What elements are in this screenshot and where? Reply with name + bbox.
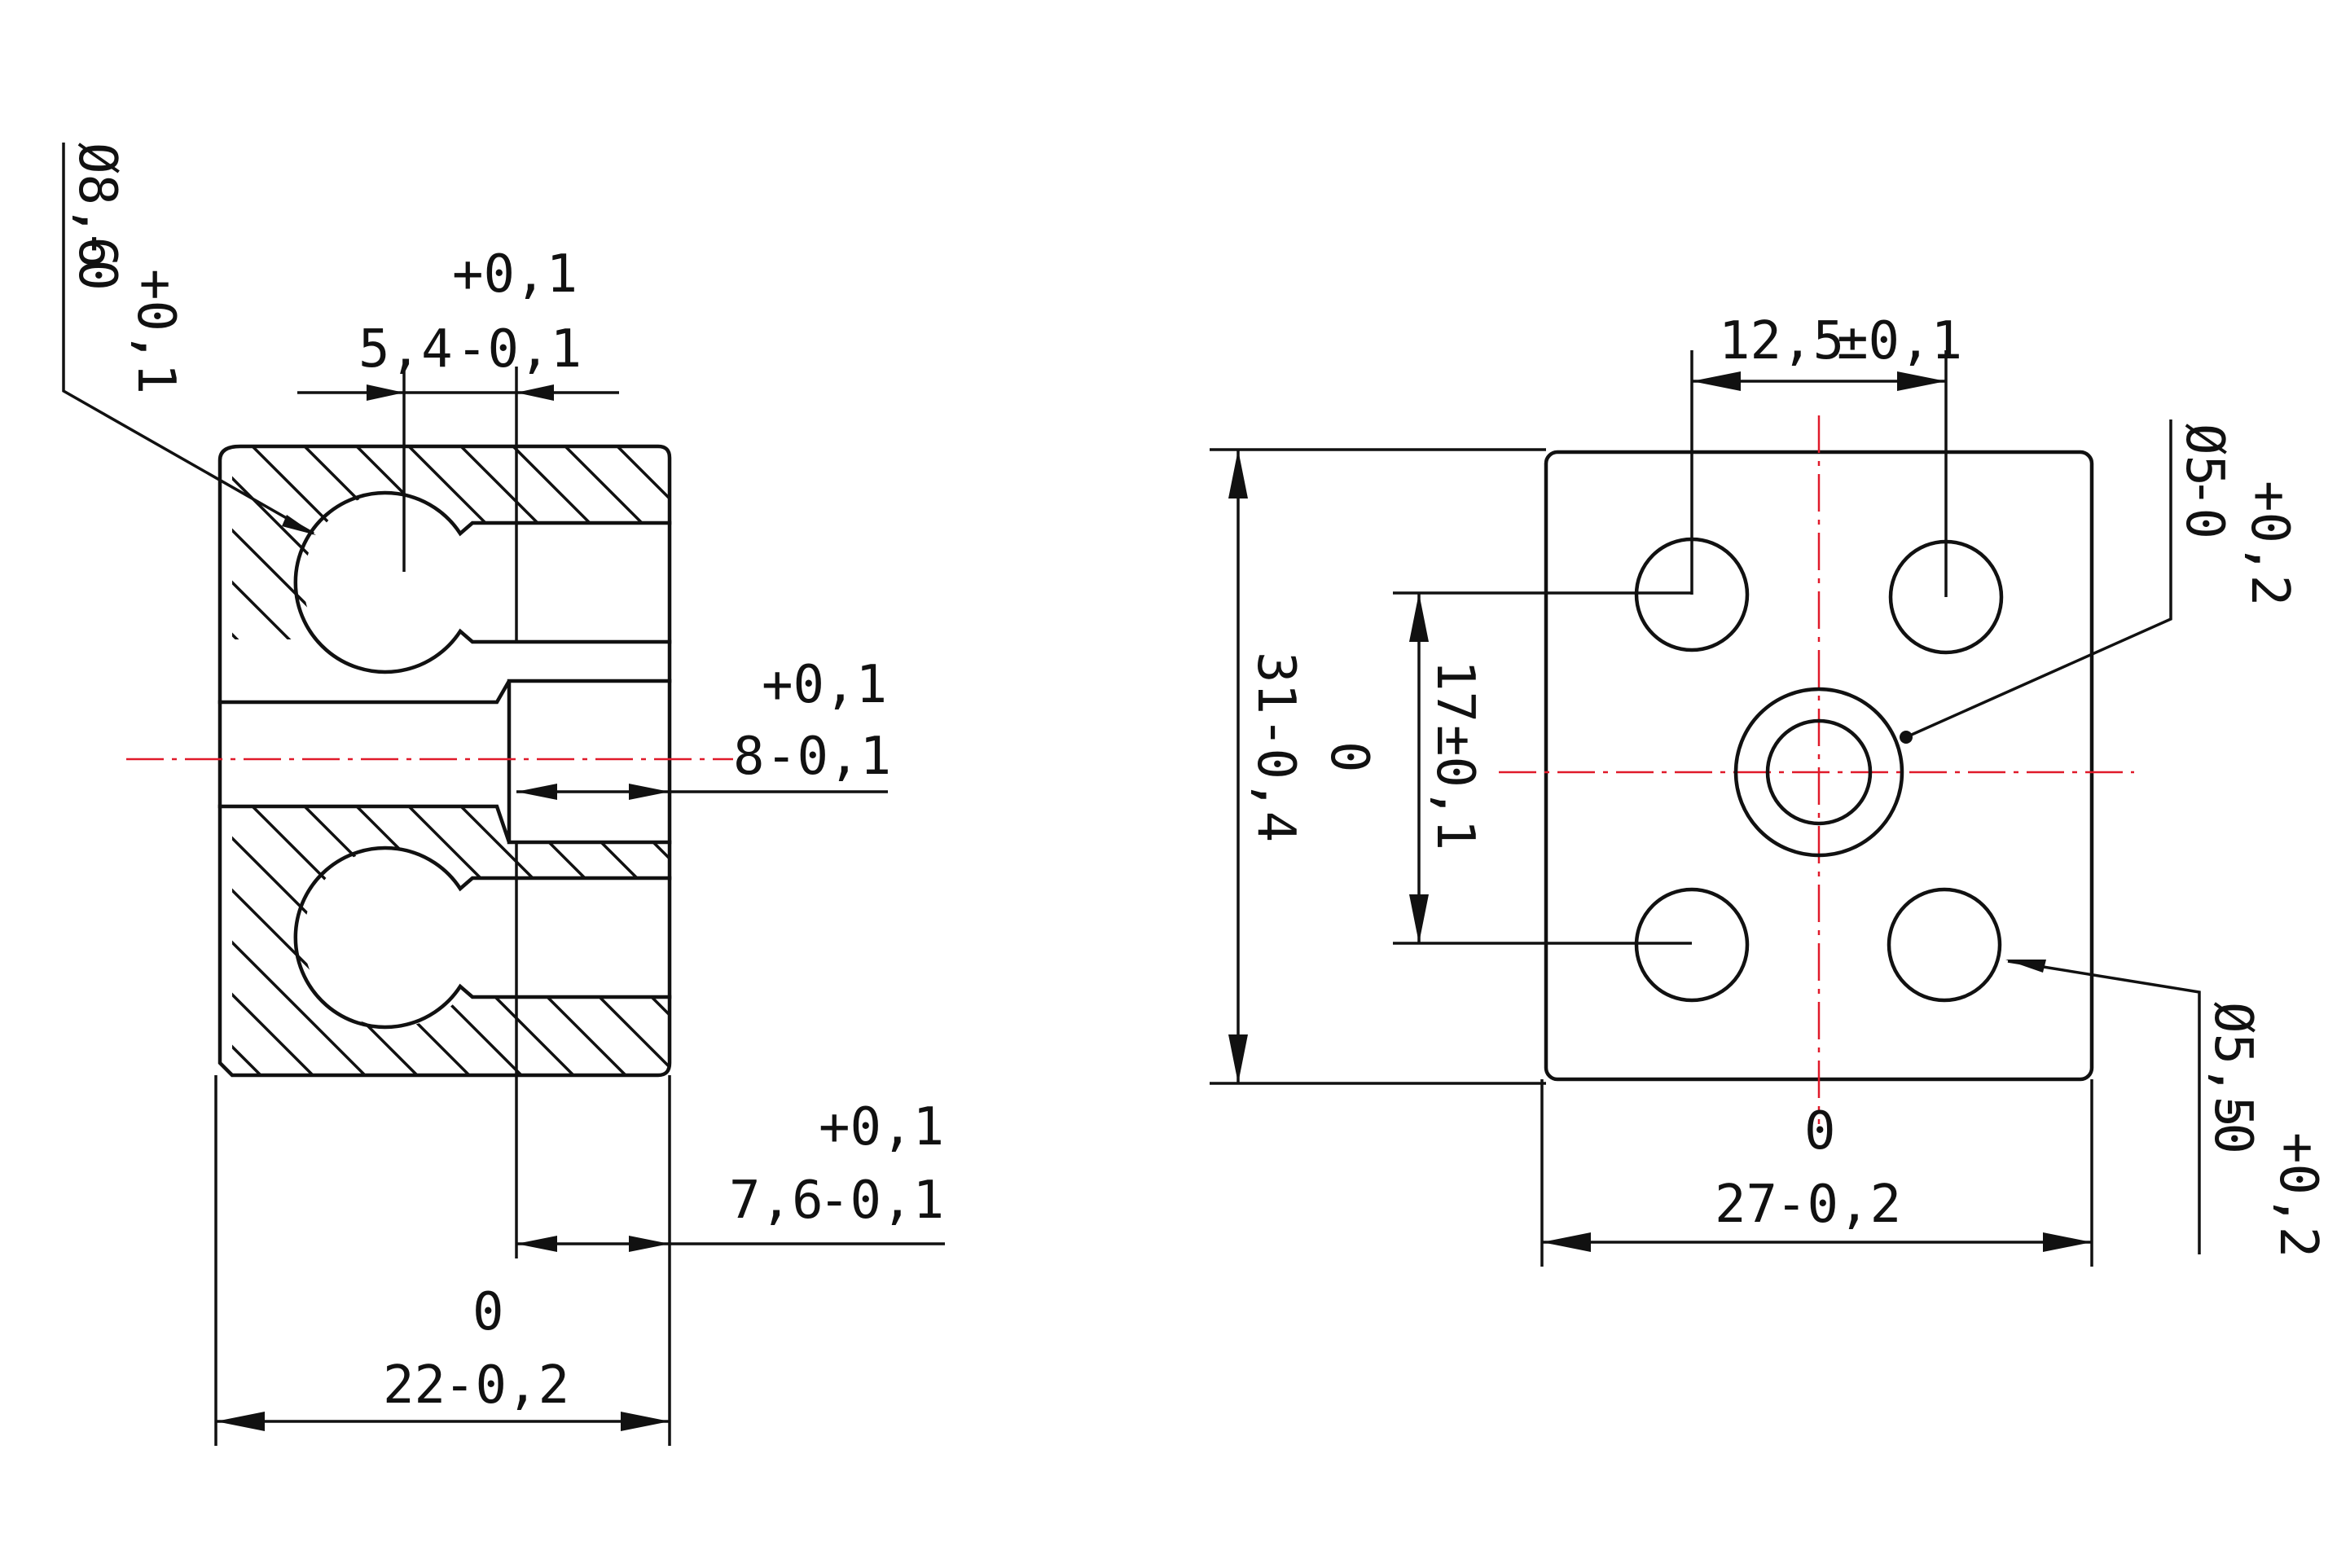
- arrow-corner-hole: [2005, 960, 2046, 973]
- corner-hole-diameter-lower-tol: -0: [2203, 1091, 2263, 1154]
- center-hole: [1765, 718, 1873, 826]
- total-width-nominal: 22: [383, 1355, 446, 1416]
- ball-diameter-label: Ø8,6 -0 +0,1: [67, 143, 186, 394]
- arrow-width-right: [2043, 1232, 2092, 1252]
- plate-width-nominal: 27: [1715, 1175, 1777, 1235]
- leader-center-hole-dot: [1900, 731, 1913, 744]
- arrow-neck-left: [367, 384, 404, 401]
- arrow-step-left: [516, 1236, 557, 1252]
- arrow-total-right: [621, 1412, 670, 1431]
- arrow-step-right: [629, 1236, 670, 1252]
- corner-hole-diameter-label: Ø5,5 -0 +0,2: [2203, 1002, 2328, 1258]
- corner-hole-diameter-nominal: Ø5,5: [2203, 1002, 2263, 1127]
- hole-spacing-y-label: 17 ±0,1: [1425, 660, 1485, 850]
- center-hole-diameter-nominal: Ø5: [2174, 424, 2234, 486]
- leader-ball-diameter: [62, 143, 314, 535]
- section-body-outline: [217, 444, 672, 1078]
- arrow-bore-right: [629, 784, 670, 800]
- arrow-ball-diameter: [282, 515, 316, 535]
- upper-ball-socket: [293, 490, 672, 674]
- hole-bottom-right: [1887, 887, 2002, 1003]
- center-hole-diameter-label: Ø5 -0 +0,2: [2174, 424, 2299, 606]
- ball-diameter-lower-tol: -0: [67, 228, 127, 291]
- plate-height-nominal: 31: [1245, 652, 1306, 714]
- arrow-spacing-x-right: [1897, 371, 1946, 391]
- arrow-width-left: [1542, 1232, 1591, 1252]
- total-width-lower-tol: -0,2: [444, 1355, 569, 1416]
- front-view: 12,5 ±0,1 17 ±0,1 31 -0,4 0 0 27 -0,2 Ø5…: [1210, 311, 2328, 1267]
- center-counterbore: [1733, 687, 1904, 858]
- plate-height-label: 31 -0,4 0: [1245, 652, 1379, 842]
- section-view: Ø8,6 -0 +0,1 +0,1 5,4 -0,1 +0,1 8 -0,1 +…: [62, 143, 945, 1446]
- neck-width-lower-tol: -0,1: [456, 319, 582, 380]
- arrow-spacing-y-bottom: [1409, 894, 1429, 943]
- neck-width-upper-tol: +0,1: [452, 244, 578, 305]
- center-hole-diameter-lower-tol: -0: [2174, 477, 2234, 539]
- plate-height-upper-tol: 0: [1319, 741, 1379, 773]
- ball-diameter-nominal: Ø8,6: [67, 143, 127, 268]
- hole-spacing-x-nominal: 12,5: [1719, 311, 1844, 371]
- step-length-nominal: 7,6: [729, 1171, 824, 1231]
- leader-corner-hole: [2007, 960, 2201, 1254]
- leader-center-hole: [1905, 419, 2172, 739]
- arrow-height-top: [1228, 450, 1248, 499]
- arrow-spacing-x-left: [1692, 371, 1741, 391]
- bore-depth-nominal: 8: [733, 727, 765, 787]
- center-hole-diameter-upper-tol: +0,2: [2239, 481, 2299, 606]
- arrow-spacing-y-top: [1409, 593, 1429, 642]
- hole-spacing-x-tol: ±0,1: [1837, 311, 1962, 371]
- arrow-total-left: [216, 1412, 265, 1431]
- hole-spacing-y-tol: ±0,1: [1425, 725, 1485, 850]
- total-width-upper-tol: 0: [472, 1282, 504, 1342]
- step-length-upper-tol: +0,1: [819, 1097, 944, 1157]
- section-cavities: [220, 493, 670, 1027]
- bore-depth-upper-tol: +0,1: [762, 655, 887, 715]
- plate-width-lower-tol: -0,2: [1776, 1175, 1901, 1235]
- corner-hole-diameter-upper-tol: +0,2: [2268, 1132, 2328, 1258]
- bore-depth-lower-tol: -0,1: [766, 727, 891, 787]
- plate-height-lower-tol: -0,4: [1245, 717, 1306, 842]
- lower-ball-socket: [293, 845, 672, 1030]
- step-length-lower-tol: -0,1: [819, 1171, 944, 1231]
- neck-width-nominal: 5,4: [358, 319, 453, 380]
- plate-width-upper-tol: 0: [1804, 1101, 1836, 1162]
- hole-spacing-y-nominal: 17: [1425, 660, 1485, 723]
- arrow-bore-left: [516, 784, 557, 800]
- hatch-bottom: [232, 806, 670, 1075]
- hole-bottom-left: [1634, 887, 1750, 1003]
- arrow-height-bottom: [1228, 1034, 1248, 1083]
- central-bore: [217, 679, 672, 845]
- arrow-neck-right: [516, 384, 554, 401]
- ball-diameter-upper-tol: +0,1: [125, 269, 186, 394]
